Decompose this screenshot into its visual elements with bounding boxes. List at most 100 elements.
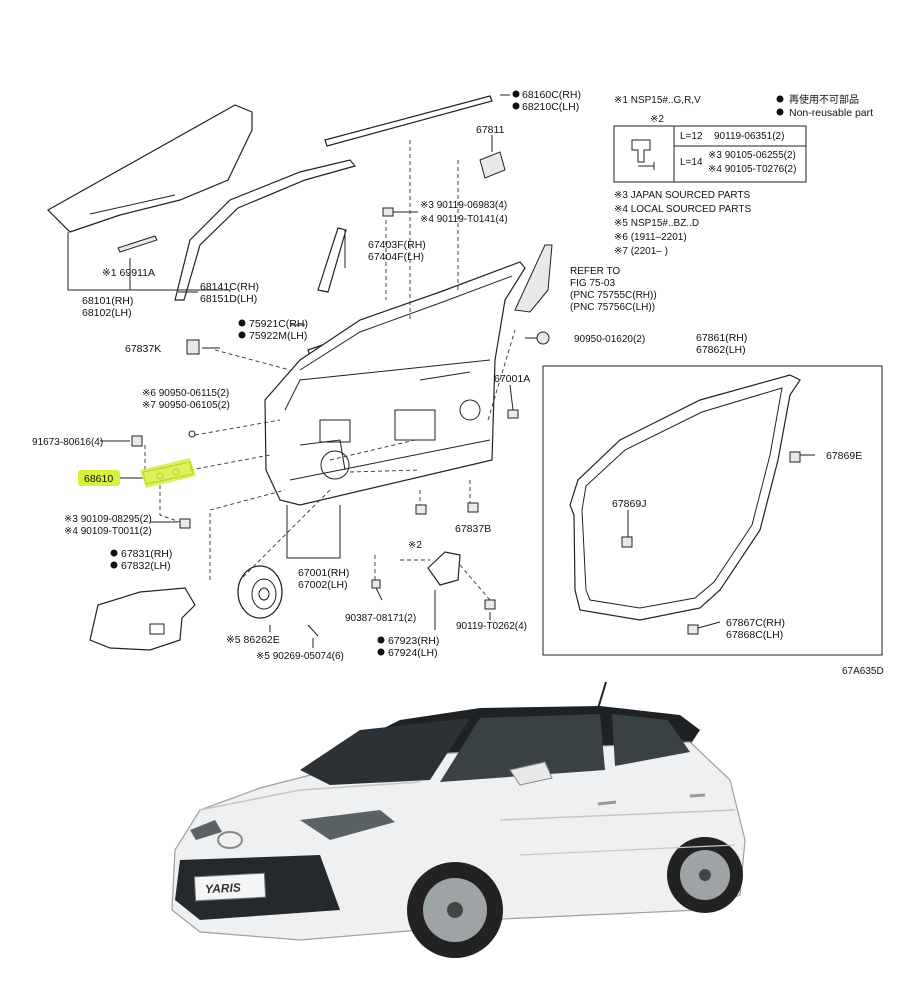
note-5: ※5 NSP15#..BZ..D: [614, 218, 699, 229]
screw-91673: [131, 435, 143, 447]
note-4: ※4 LOCAL SOURCED PARTS: [614, 204, 751, 215]
label-note2: ※2: [408, 540, 422, 551]
note-1: ※1 NSP15#..G,R,V: [614, 95, 701, 106]
label-68160C: 68160C(RH): [522, 89, 581, 101]
car-logo: [217, 831, 243, 849]
label-67831: 67831(RH): [121, 548, 172, 560]
clip-67837B: [467, 502, 479, 513]
label-67811: 67811: [476, 124, 505, 136]
label-91673: 91673-80616(4): [32, 437, 103, 448]
clip-67837K: [186, 339, 200, 355]
glass-strip-69911A: [117, 235, 158, 253]
label-69911A: ※1 69911A: [102, 267, 155, 279]
car-headlight: [300, 810, 395, 840]
label-68141C: 68141C(RH): [200, 281, 259, 293]
label-90950-01620: 90950-01620(2): [574, 334, 645, 345]
run-channel-68141C: [174, 159, 357, 301]
bolt-90109: [179, 518, 191, 529]
label-67869J: 67869J: [612, 498, 646, 510]
label-90109-T0011: ※4 90109-T0011(2): [64, 526, 152, 537]
bolt-90119-06983: [382, 207, 394, 217]
weatherstrip-68160C: [324, 95, 493, 147]
label-67403F: 67403F(RH): [368, 239, 426, 251]
door-weatherstrip-67861: [569, 374, 801, 621]
label-67837K: 67837K: [125, 343, 161, 355]
label-75922M: 75922M(LH): [249, 330, 307, 342]
note-2-part-1: 90119-06351(2): [714, 131, 784, 142]
note-2-table: [613, 125, 807, 183]
car-mirror: [509, 761, 553, 786]
note-2-part-2a: ※3 90105-06255(2): [708, 150, 796, 161]
label-67924: 67924(LH): [388, 647, 438, 659]
refer-line-4: (PNC 75756C(LH)): [570, 302, 655, 313]
label-67001A: 67001A: [494, 373, 530, 385]
front-door-panel-67001: [264, 261, 526, 506]
label-67862: 67862(LH): [696, 344, 746, 356]
label-90387: 90387-08171(2): [345, 613, 416, 624]
label-67837B: 67837B: [455, 523, 491, 535]
label-75921C: 75921C(RH): [249, 318, 308, 330]
bolt-note2: [415, 504, 427, 515]
refer-line-2: FIG 75-03: [570, 278, 615, 289]
car-photo: YARIS: [171, 681, 746, 958]
legend-en: Non-reusable part: [789, 107, 873, 119]
label-68101: 68101(RH): [82, 295, 133, 307]
note-2-len-2: L=14: [680, 157, 703, 168]
label-67861: 67861(RH): [696, 332, 747, 344]
car-badge: YARIS: [205, 880, 241, 896]
label-90109-08295: ※3 90109-08295(2): [64, 514, 152, 525]
clip-67811: [479, 151, 506, 179]
grommet-90950-01620: [536, 331, 550, 345]
refer-line-1: REFER TO: [570, 266, 620, 277]
label-86262E: ※5 86262E: [226, 634, 280, 646]
note-6: ※6 (1911–2201): [614, 232, 687, 243]
highlight-hinge: [140, 458, 196, 488]
bolt-90119-T0262: [484, 599, 496, 610]
highlight-68610: [78, 470, 120, 486]
refer-line-3: (PNC 75755C(RH)): [570, 290, 657, 301]
legend-jp: 再使用不可部品: [789, 93, 859, 106]
label-90119-T0262: 90119-T0262(4): [456, 621, 527, 632]
clip-67869J: [621, 536, 633, 548]
label-90119-T0141: ※4 90119-T0141(4): [420, 214, 508, 225]
note-7: ※7 (2201– ): [614, 246, 668, 257]
diagram-code: 67A635D: [842, 666, 884, 677]
car-windshield: [300, 718, 470, 785]
door-glass-68101: [47, 104, 253, 233]
label-68151D: 68151D(LH): [200, 293, 257, 305]
label-67869E: 67869E: [826, 450, 862, 462]
note-2-header: ※2: [650, 114, 664, 125]
clip-67867C: [687, 624, 699, 635]
clip-67869E: [789, 451, 801, 463]
note-2-part-2b: ※4 90105-T0276(2): [708, 164, 796, 175]
label-67868C: 67868C(LH): [726, 629, 783, 641]
bolt-67001A: [507, 409, 519, 419]
label-90950-06105: ※7 90950-06105(2): [142, 400, 230, 411]
service-hole-cover-67831: [89, 587, 196, 651]
note-2-len-1: L=12: [680, 131, 703, 142]
label-90269: ※5 90269-05074(6): [256, 651, 344, 662]
label-67832: 67832(LH): [121, 560, 171, 572]
label-68102: 68102(LH): [82, 307, 132, 319]
speaker-86262E: [237, 565, 283, 619]
check-hinge-67923: [427, 551, 461, 586]
car-license-plate: [193, 872, 267, 902]
mirror-garnish: [514, 244, 553, 313]
car-rear-window: [612, 714, 690, 766]
label-67002: 67002(LH): [298, 579, 348, 591]
label-67001: 67001(RH): [298, 567, 349, 579]
weatherstrip-inset-box: [542, 365, 883, 656]
label-67923: 67923(RH): [388, 635, 439, 647]
label-67404F: 67404F(LH): [368, 251, 424, 263]
label-67867C: 67867C(RH): [726, 617, 785, 629]
label-90119-06983: ※3 90119-06983(4): [420, 200, 507, 211]
note-3: ※3 JAPAN SOURCED PARTS: [614, 190, 751, 201]
label-68210C: 68210C(LH): [522, 101, 579, 113]
label-90950-06115: ※6 90950-06115(2): [142, 388, 229, 399]
door-parts-diagram: ※1 NSP15#..G,R,V 再使用不可部品 Non-reusable pa…: [32, 89, 884, 677]
label-68610: 68610: [84, 473, 113, 485]
screw-90387: [371, 579, 381, 589]
division-bar-67403F: [317, 227, 347, 293]
car-front-window: [440, 714, 605, 782]
